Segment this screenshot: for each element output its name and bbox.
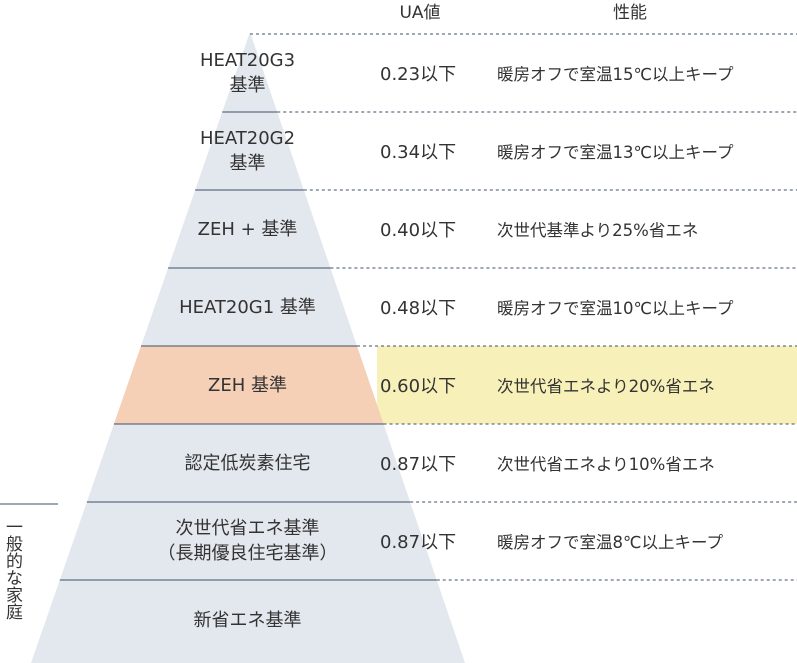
ua-value: 0.34以下: [380, 142, 457, 163]
ua-value: 0.60以下: [380, 376, 457, 397]
ua-value: [380, 580, 480, 660]
level-name: HEAT20G2 基準: [199, 128, 296, 174]
performance-text: [497, 580, 797, 660]
ua-value: 0.48以下: [380, 298, 457, 319]
level-name: ZEH + 基準: [197, 218, 298, 240]
performance-text: 暖房オフで室温13℃以上キープ: [497, 143, 734, 162]
ua-value: 0.40以下: [380, 220, 457, 241]
ua-value: 0.87以下: [380, 532, 457, 553]
ua-value: 0.87以下: [380, 454, 457, 475]
performance-text: 暖房オフで室温10℃以上キープ: [497, 299, 734, 318]
level-name: ZEH 基準: [208, 374, 287, 396]
row-dividers: [59, 33, 797, 581]
performance-text: 暖房オフで室温8℃以上キープ: [497, 533, 724, 552]
level-name: HEAT20G1 基準: [179, 296, 316, 318]
general-household-label: 一般的な家庭: [2, 518, 22, 620]
performance-text: 次世代省エネより20%省エネ: [497, 377, 715, 396]
performance-text: 次世代省エネより10%省エネ: [497, 455, 715, 474]
level-name: 次世代省エネ基準 （長期優良住宅基準）: [157, 518, 338, 564]
level-name: 認定低炭素住宅: [184, 452, 311, 474]
header-performance: 性能: [613, 3, 647, 23]
header-ua: UA値: [399, 3, 441, 23]
highlight-level-band: [113, 346, 384, 424]
performance-text: 次世代基準より25%省エネ: [497, 221, 699, 240]
performance-text: 暖房オフで室温15℃以上キープ: [497, 65, 734, 84]
level-name: HEAT20G3 基準: [199, 50, 296, 96]
level-name: 新省エネ基準: [193, 609, 302, 631]
highlight-row-band: [377, 346, 797, 424]
ua-value: 0.23以下: [380, 64, 457, 85]
